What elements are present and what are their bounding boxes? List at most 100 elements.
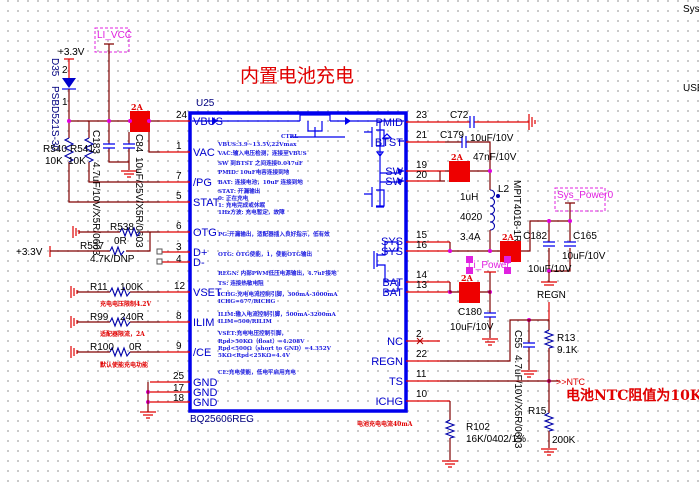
inductor-l2[interactable]: L2 1uH 4020 3.4A MPIT4018-1R0M <box>460 180 522 256</box>
fuse-label: 2A <box>131 102 144 112</box>
pin-label-ilim: ILIM <box>193 317 214 329</box>
pin-label-ichg: ICHG <box>376 396 404 408</box>
v33-label: +3.3V <box>58 47 85 58</box>
pin-label-gnd: GND <box>193 387 218 399</box>
svg-text:1Hz方波: 充电暂定，故障: 1Hz方波: 充电暂定，故障 <box>218 208 285 216</box>
svg-text:0: 正在充电: 0: 正在充电 <box>218 194 249 202</box>
resistor-r100[interactable]: R100 0R <box>70 342 160 358</box>
resistor-r11[interactable]: R11 100K <box>70 282 160 298</box>
svg-text:Rpd>50KΩ（float）=4.208V: Rpd>50KΩ（float）=4.208V <box>218 337 305 345</box>
ctrl-label: CTRL <box>281 134 298 140</box>
svg-text:13: 13 <box>416 280 428 291</box>
gnd-symbol <box>140 382 156 419</box>
svg-text:BAT: 连接电池，10uF 连接到地: BAT: 连接电池，10uF 连接到地 <box>218 178 303 186</box>
svg-text:C84: C84 <box>133 134 144 153</box>
pin-label-sys: SYS <box>381 236 403 248</box>
offpage-sys-label: Sys <box>683 4 699 15</box>
svg-text:R11: R11 <box>90 282 108 293</box>
v33-label: +3.3V <box>16 247 43 258</box>
svg-text:10: 10 <box>416 389 428 400</box>
svg-text:10uF/25V/X5R/0603: 10uF/25V/X5R/0603 <box>133 157 144 248</box>
svg-text:11: 11 <box>416 369 427 380</box>
fuse-sw[interactable] <box>449 161 470 182</box>
fuse-bat[interactable] <box>459 282 480 303</box>
resistor-r99[interactable]: R99 240R <box>70 312 160 328</box>
fuse-vbus[interactable] <box>130 111 150 132</box>
pin-label-gnd: GND <box>193 377 218 389</box>
svg-text:240R: 240R <box>120 312 144 323</box>
svg-text:ILIM:输入电流控制引脚，500mA-3200mA: ILIM:输入电流控制引脚，500mA-3200mA <box>218 310 337 318</box>
svg-text:MPIT4018-1R0M: MPIT4018-1R0M <box>511 180 522 256</box>
svg-text:1: 充电完成或休眠: 1: 充电完成或休眠 <box>218 201 265 209</box>
capacitor-c165[interactable]: C165 10uF/10V <box>562 231 606 262</box>
sw-cap-value: 47nF/10V <box>473 152 517 163</box>
pin-label-ts: TS <box>389 376 403 388</box>
svg-text:R100: R100 <box>90 342 114 353</box>
junction-dots <box>67 119 151 404</box>
pin-label-vac: VAC <box>193 147 215 159</box>
svg-text:C179: C179 <box>440 130 464 141</box>
capacitor-c183[interactable]: C183 4.7uF/10V/X5R/0603 <box>90 121 129 256</box>
svg-text:4.7uF/10V/X5R/0603: 4.7uF/10V/X5R/0603 <box>90 162 101 256</box>
capacitor-c55[interactable]: C55 4.7uF/10V/X5R/0603 <box>512 330 537 449</box>
svg-text:CE:充电使能，低电平启用充电: CE:充电使能，低电平启用充电 <box>218 368 296 376</box>
capacitor-c179[interactable]: C179 10uF/10V <box>440 130 514 171</box>
svg-text:100K: 100K <box>120 282 144 293</box>
svg-text:15: 15 <box>416 230 428 241</box>
svg-text:C183: C183 <box>90 130 101 154</box>
resistor-r15[interactable]: R15 200K <box>528 381 576 456</box>
pin-label-gnd: GND <box>193 397 218 409</box>
pin-label-regn: REGN <box>371 356 403 368</box>
svg-text:20: 20 <box>416 170 428 181</box>
ce-annotation: 默认使能充电功能 <box>100 361 148 369</box>
svg-text:ICHG=677/RICHG: ICHG=677/RICHG <box>218 299 276 305</box>
svg-text:VBUS:3.9~13.5V,22Vmax: VBUS:3.9~13.5V,22Vmax <box>217 142 297 148</box>
svg-text:25: 25 <box>173 371 185 382</box>
svg-text:C182: C182 <box>523 231 547 242</box>
svg-text:16: 16 <box>416 240 428 251</box>
svg-text:C55: C55 <box>512 330 523 349</box>
capacitor-c180[interactable]: C180 10uF/10V <box>450 271 498 346</box>
pin-label-dplus: D+ <box>193 247 207 259</box>
svg-text:24: 24 <box>176 110 188 121</box>
pin-label-sw: SW <box>385 176 403 188</box>
svg-text:10uF/10V: 10uF/10V <box>562 251 606 262</box>
pin-label-btst: BTST <box>375 137 403 149</box>
svg-text:PG:开漏输出，适配器插入良好指示，低有效: PG:开漏输出，适配器插入良好指示，低有效 <box>218 230 330 238</box>
svg-text:3.4A: 3.4A <box>460 232 481 243</box>
svg-text:1: 1 <box>176 141 182 152</box>
pin-label-sw: SW <box>385 166 403 178</box>
resistor-r538[interactable]: R538 0R <box>72 222 160 247</box>
capacitor-c72[interactable]: C72 <box>445 110 536 130</box>
capacitor-c84[interactable]: C84 10uF/25V/X5R/0603 <box>121 132 144 248</box>
svg-text:OTG: OTG使能，1，使能OTG输出: OTG: OTG使能，1，使能OTG输出 <box>218 250 312 258</box>
ntc-annotation: 电池NTC阻值为10K <box>566 387 699 404</box>
svg-text:C180: C180 <box>458 307 482 318</box>
svg-text:4.7uF/10V/X5R/0603: 4.7uF/10V/X5R/0603 <box>512 355 523 449</box>
resistor-r102[interactable]: R102 16K/0402/1% <box>442 401 526 468</box>
svg-text:LI_VCC: LI_VCC <box>97 30 132 41</box>
svg-text:R537: R537 <box>80 241 104 252</box>
right-pins: 23 21 19 20 15 16 14 13 2 22 11 10 <box>406 110 450 402</box>
chip-part: BQ25606REG <box>190 414 254 425</box>
resistor-r13[interactable]: R13 9.1K <box>543 320 578 381</box>
svg-text:R15: R15 <box>528 406 547 417</box>
li-power-port[interactable]: Li_Power <box>466 256 511 274</box>
diode-d35[interactable]: D35 PSBD521S-30 2 1 <box>49 58 76 151</box>
chip-u25[interactable]: U25 BQ25606REG CTRL VBUS VAC /PG STAT OT… <box>188 98 408 425</box>
sys-power-port[interactable]: Sys_Power0 <box>554 187 614 221</box>
resistor-r541[interactable]: R541 10K <box>68 121 160 183</box>
svg-text:5: 5 <box>176 191 182 202</box>
resistor-r537[interactable]: R537 4.7K/DNP <box>49 232 151 265</box>
svg-text:2: 2 <box>416 329 422 340</box>
svg-text:L2: L2 <box>498 184 510 195</box>
svg-text:SW 到BTST 之间连接0.047uF: SW 到BTST 之间连接0.047uF <box>218 159 303 167</box>
svg-text:1uH: 1uH <box>460 192 478 203</box>
pin-label-vset: VSET <box>193 287 222 299</box>
svg-text:18: 18 <box>173 393 185 404</box>
ilim-annotation: 适配器限流，2A <box>100 330 145 338</box>
svg-text:C165: C165 <box>573 231 597 242</box>
li-vcc-port[interactable]: LI_VCC <box>94 27 132 54</box>
resistor-r540[interactable]: R540 10K <box>43 121 160 203</box>
svg-text:8: 8 <box>176 311 182 322</box>
